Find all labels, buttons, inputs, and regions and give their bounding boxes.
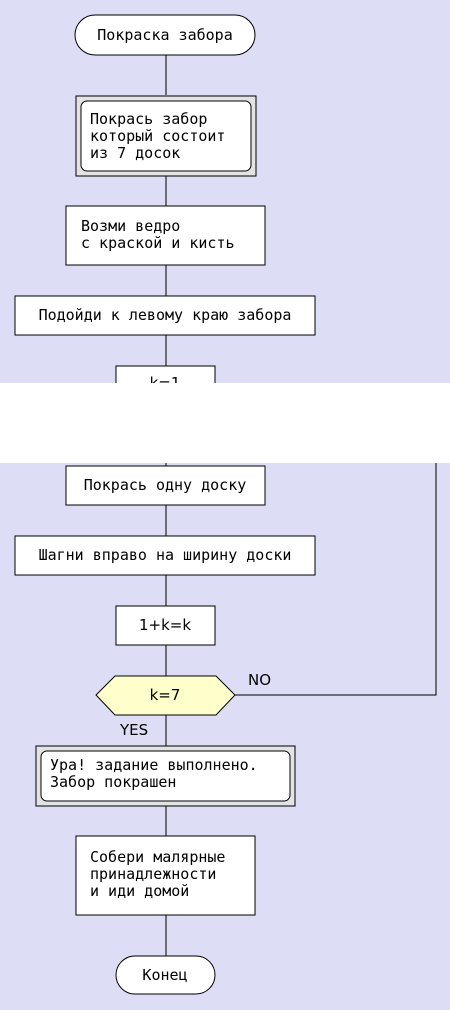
- paint-fence-task-line-2: который состоит: [90, 127, 225, 145]
- paint-fence-task-box: [80, 100, 252, 172]
- start-terminator: [74, 14, 256, 56]
- go-left-edge-label: Подойди к левому краю забора: [39, 306, 292, 324]
- step-right-box: [14, 535, 316, 576]
- success-message-box: [40, 750, 291, 802]
- paint-fence-task-line-3: из 7 досок: [90, 144, 180, 162]
- start-label: Покраска забора: [97, 26, 232, 44]
- take-bucket-line-1: Возми ведро: [81, 217, 180, 235]
- increment-label: 1+k=k: [139, 616, 191, 634]
- paint-fence-task-line-1: Покрась забор: [90, 110, 207, 128]
- take-bucket-box: [65, 205, 266, 266]
- no-branch-label: NO: [248, 671, 271, 689]
- success-message-line-2: Забор покрашен: [50, 773, 176, 791]
- collect-tools-line-3: и иди домой: [90, 882, 189, 900]
- step-right-label: Шагни вправо на ширину доски: [39, 546, 292, 564]
- paint-one-board-box: [65, 465, 266, 506]
- loop-back-line: [235, 463, 437, 696]
- collect-tools-line-1: Собери малярные: [90, 848, 225, 866]
- success-message-line-1: Ура! задание выполнено.: [50, 756, 258, 774]
- condition-decision: [95, 675, 236, 716]
- go-left-edge-box: [14, 295, 316, 336]
- end-terminator: [115, 955, 216, 995]
- collect-tools-line-2: принадлежности: [90, 865, 216, 883]
- occluding-band: [0, 383, 450, 463]
- end-label: Конец: [142, 966, 187, 984]
- collect-tools-box: [75, 835, 256, 916]
- paint-one-board-label: Покрась одну доску: [84, 476, 247, 494]
- increment-box: [115, 605, 216, 646]
- take-bucket-line-2: с краской и кисть: [81, 234, 235, 252]
- condition-label: k=7: [150, 686, 181, 704]
- yes-branch-label: YES: [119, 721, 148, 739]
